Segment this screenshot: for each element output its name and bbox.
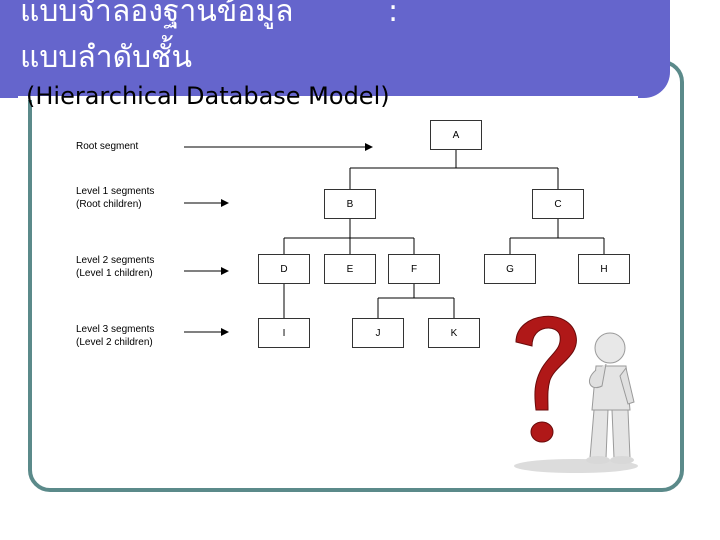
node-e: E (324, 254, 376, 284)
node-i: I (258, 318, 310, 348)
label-root-segment: Root segment (76, 140, 138, 153)
label-level1-line1: Level 1 segments (76, 185, 154, 198)
node-h: H (578, 254, 630, 284)
label-level3-line1: Level 3 segments (76, 323, 154, 336)
node-c: C (532, 189, 584, 219)
node-d: D (258, 254, 310, 284)
node-f: F (388, 254, 440, 284)
label-level1-line2: (Root children) (76, 198, 142, 211)
node-a: A (430, 120, 482, 150)
label-level2-line1: Level 2 segments (76, 254, 154, 267)
node-k: K (428, 318, 480, 348)
node-b: B (324, 189, 376, 219)
label-level2-line2: (Level 1 children) (76, 267, 153, 280)
node-g: G (484, 254, 536, 284)
label-level3-line2: (Level 2 children) (76, 336, 153, 349)
node-j: J (352, 318, 404, 348)
question-mark-figure-icon (498, 298, 658, 478)
